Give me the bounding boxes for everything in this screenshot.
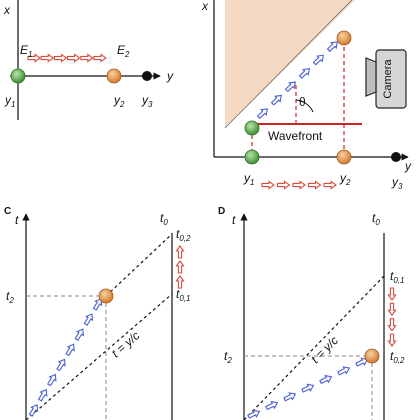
d-blue-arrow bbox=[283, 392, 297, 402]
a-red-arrow bbox=[53, 53, 68, 63]
c-red-arrows bbox=[175, 245, 185, 289]
theta-label: θ bbox=[299, 95, 306, 109]
panel-b: x y Wavefront θ Camera y1 y2 y3 bbox=[201, 0, 412, 191]
c-t2-label: t2 bbox=[6, 289, 14, 305]
d-event-dot bbox=[364, 348, 380, 364]
emitter-2-dot bbox=[106, 68, 122, 84]
c-blue-arrow bbox=[92, 298, 103, 311]
c-red-arrow bbox=[175, 275, 185, 289]
b-red-arrow bbox=[261, 180, 275, 190]
panel-a-red-arrows bbox=[27, 53, 107, 63]
panel-b-blue-arrows bbox=[256, 41, 339, 120]
panel-c: C t t0 t0,2 t0,1 t2 t = y/c bbox=[4, 206, 191, 420]
b-blue-arrow bbox=[298, 68, 311, 79]
c-red-arrow bbox=[175, 260, 185, 274]
a-y2-label: y2 bbox=[113, 93, 125, 109]
d-blue-arrow bbox=[247, 409, 261, 419]
b-red-arrow bbox=[307, 180, 322, 190]
e2-label: E2 bbox=[117, 43, 130, 59]
a-red-arrow bbox=[93, 53, 107, 63]
b-blue-arrow bbox=[270, 94, 283, 106]
c-t0-label: t0 bbox=[160, 211, 168, 227]
b-y3-dot bbox=[391, 152, 401, 162]
d-blue-arrow bbox=[319, 374, 333, 385]
panel-a-y-label: y bbox=[166, 69, 174, 83]
d-blue-arrow bbox=[301, 383, 315, 393]
d-t-left-label: t bbox=[232, 213, 236, 227]
b-red-arrow bbox=[323, 180, 337, 190]
c-blue-arrows bbox=[28, 298, 103, 417]
emitter-1-dot bbox=[10, 68, 26, 84]
c-blue-arrow bbox=[74, 328, 84, 342]
b-y2-label: y2 bbox=[339, 171, 351, 187]
panel-b-y-label: y bbox=[404, 159, 412, 173]
d-red-arrows bbox=[387, 287, 397, 347]
a-red-arrow bbox=[67, 53, 81, 63]
b-red-arrow bbox=[276, 180, 291, 190]
d-red-arrow bbox=[387, 302, 397, 317]
d-light-line bbox=[243, 275, 385, 420]
b-blue-arrow bbox=[326, 41, 339, 53]
b-y2-dot bbox=[336, 149, 352, 165]
d-blue-arrow bbox=[265, 400, 279, 411]
panel-c-letter: C bbox=[4, 206, 11, 217]
wedge-edge bbox=[224, 0, 353, 129]
b-red-arrow bbox=[292, 180, 306, 190]
c-lower-light-line bbox=[25, 293, 173, 420]
c-blue-arrow bbox=[56, 358, 66, 372]
b-emitter-top-orange bbox=[336, 30, 352, 46]
a-y3-label: y3 bbox=[141, 93, 153, 109]
camera-icon: Camera bbox=[365, 49, 407, 109]
theta-arc bbox=[295, 99, 314, 113]
d-blue-arrow bbox=[355, 357, 369, 367]
c-upper-light-line bbox=[105, 233, 173, 297]
d-blue-arrow bbox=[337, 366, 351, 376]
camera-label: Camera bbox=[382, 59, 394, 99]
c-blue-arrow bbox=[65, 343, 75, 357]
panel-b-x-label: x bbox=[201, 0, 209, 13]
b-blue-arrow bbox=[312, 54, 325, 66]
wavefront-label: Wavefront bbox=[268, 129, 323, 143]
a-red-arrow bbox=[27, 53, 41, 63]
c-blue-arrow bbox=[83, 313, 94, 326]
d-blue-arrows bbox=[247, 357, 369, 419]
d-t2-label: t2 bbox=[224, 349, 232, 365]
b-blue-arrow bbox=[284, 81, 297, 93]
panel-d: D t t0 t0,1 t0,2 t2 t = y/c bbox=[218, 206, 405, 420]
d-red-arrow bbox=[387, 318, 397, 332]
b-y1-dot bbox=[244, 149, 260, 165]
panel-d-letter: D bbox=[218, 206, 225, 217]
c-t-left-label: t bbox=[15, 213, 19, 227]
panel-b-red-arrows bbox=[261, 180, 337, 190]
panel-a: x y E1 E2 y1 y2 y3 bbox=[3, 0, 174, 120]
c-t01-label: t0,1 bbox=[176, 287, 190, 303]
c-blue-arrow bbox=[37, 388, 48, 402]
panel-a-x-label: x bbox=[3, 3, 11, 17]
a-red-arrow bbox=[40, 53, 55, 63]
d-t0-label: t0 bbox=[372, 211, 380, 227]
b-y3-label: y3 bbox=[391, 175, 403, 191]
c-red-arrow bbox=[175, 245, 185, 259]
d-red-arrow bbox=[387, 333, 397, 347]
b-emitter-top-green bbox=[244, 120, 260, 136]
d-red-arrow bbox=[387, 287, 397, 301]
c-blue-arrow bbox=[47, 373, 57, 387]
c-event-dot bbox=[98, 288, 114, 304]
c-blue-arrow bbox=[28, 404, 39, 417]
d-t02-label: t0,2 bbox=[390, 349, 405, 365]
e1-label: E1 bbox=[20, 43, 32, 59]
point-y3-dot bbox=[142, 71, 152, 81]
d-t01-label: t0,1 bbox=[390, 269, 404, 285]
a-y1-label: y1 bbox=[4, 93, 15, 109]
c-t02-label: t0,2 bbox=[176, 227, 191, 243]
b-blue-arrow bbox=[256, 108, 269, 120]
a-red-arrow bbox=[80, 53, 94, 63]
b-y1-label: y1 bbox=[243, 171, 254, 187]
c-line-label: t = y/c bbox=[109, 328, 143, 360]
